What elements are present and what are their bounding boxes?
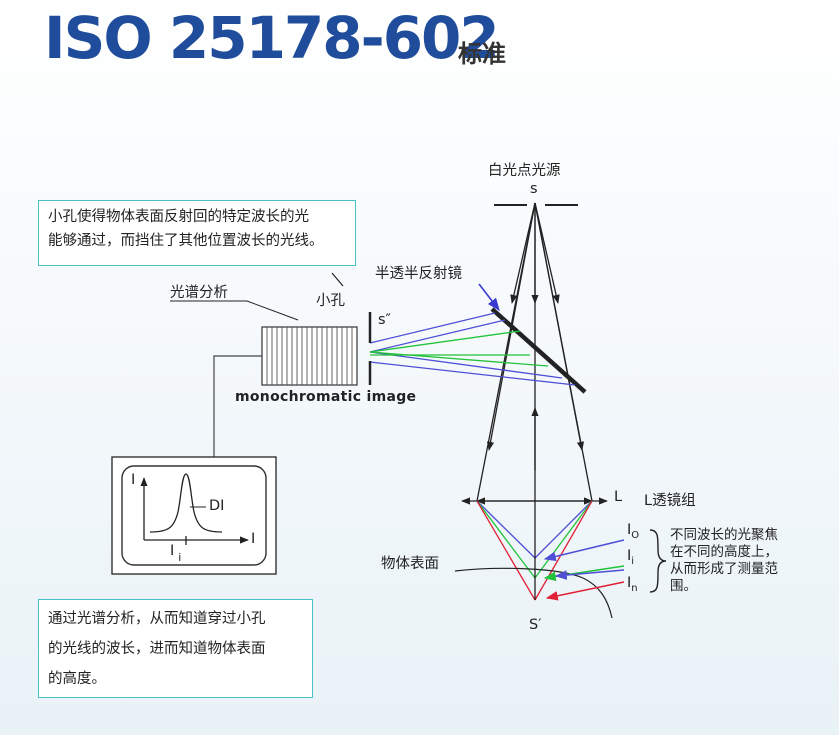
pinhole-explanation-line-1: 小孔使得物体表面反射回的特定波长的光 — [48, 209, 309, 225]
focus-note: 不同波长的光聚焦 在不同的高度上， 从而形成了测量范 围。 — [670, 527, 778, 595]
spectral-explanation-line-1: 通过光谱分析，从而知道穿过小孔 — [48, 611, 266, 627]
monochromatic-image-label: monochromatic image — [235, 389, 417, 405]
graph-ii-main: I — [170, 543, 175, 559]
pinhole-label: 小孔 — [316, 293, 345, 309]
ii-main: I — [627, 548, 632, 564]
pinhole-explanation-line-2: 能够通过，而挡住了其他位置波长的光线。 — [48, 233, 324, 249]
in-arrow — [545, 581, 625, 601]
focus-note-line-4: 围。 — [670, 578, 697, 594]
pinhole — [331, 272, 372, 385]
io-label: IO — [627, 522, 640, 541]
ii-label: Ii — [627, 548, 635, 567]
in-label: In — [627, 575, 638, 594]
half-mirror — [490, 307, 587, 394]
focus-note-line-1: 不同波长的光聚焦 — [670, 527, 778, 543]
in-main: I — [627, 575, 632, 591]
pinhole-explanation-box: 小孔使得物体表面反射回的特定波长的光 能够通过，而挡住了其他位置波长的光线。 — [38, 200, 356, 266]
focus-note-line-2: 在不同的高度上， — [670, 544, 778, 560]
title-suffix: 标准 — [458, 40, 506, 68]
io-arrow — [543, 539, 625, 562]
lens-L-label: L — [614, 489, 623, 505]
source-s-label: s — [530, 181, 538, 197]
graph-axis-label: I — [251, 531, 256, 547]
focus-s-prime-label: S′ — [529, 617, 542, 633]
white-light-source-label: 白光点光源 — [488, 163, 561, 179]
pinhole-s-label: s″ — [378, 312, 391, 328]
object-surface-label: 物体表面 — [381, 556, 439, 572]
spectral-explanation-line-3: 的高度。 — [48, 671, 106, 687]
page-title: ISO 25178-602 — [44, 4, 500, 72]
io-sub: O — [631, 530, 640, 541]
spectral-explanation-box: 通过光谱分析，从而知道穿过小孔 的光线的波长，进而知道物体表面 的高度。 — [38, 599, 313, 698]
in-sub: n — [631, 583, 638, 594]
half-mirror-label: 半透半反射镜 — [375, 266, 462, 282]
focus-note-line-3: 从而形成了测量范 — [670, 561, 778, 577]
io-main: I — [627, 522, 632, 538]
ii-arrow-2 — [554, 569, 625, 580]
spectrum-display — [111, 456, 277, 575]
object-surface-curve — [454, 567, 613, 619]
source-rays — [476, 202, 593, 502]
spectrometer-cable — [213, 355, 262, 457]
graph-intensity-label: I — [131, 472, 136, 488]
reflected-rays — [369, 312, 576, 386]
graph-di-label: DI — [209, 498, 225, 514]
half-mirror-pointer — [478, 283, 500, 312]
graph-ii-sub: i — [178, 551, 182, 564]
spectral-explanation-line-2: 的光线的波长，进而知道物体表面 — [48, 641, 266, 657]
spectrometer — [170, 300, 358, 386]
spectral-analysis-label: 光谱分析 — [170, 285, 228, 301]
lens-group-label: L透镜组 — [644, 493, 696, 509]
ii-sub: i — [631, 556, 635, 567]
focus-cones — [476, 500, 593, 601]
focus-brace — [649, 529, 667, 593]
